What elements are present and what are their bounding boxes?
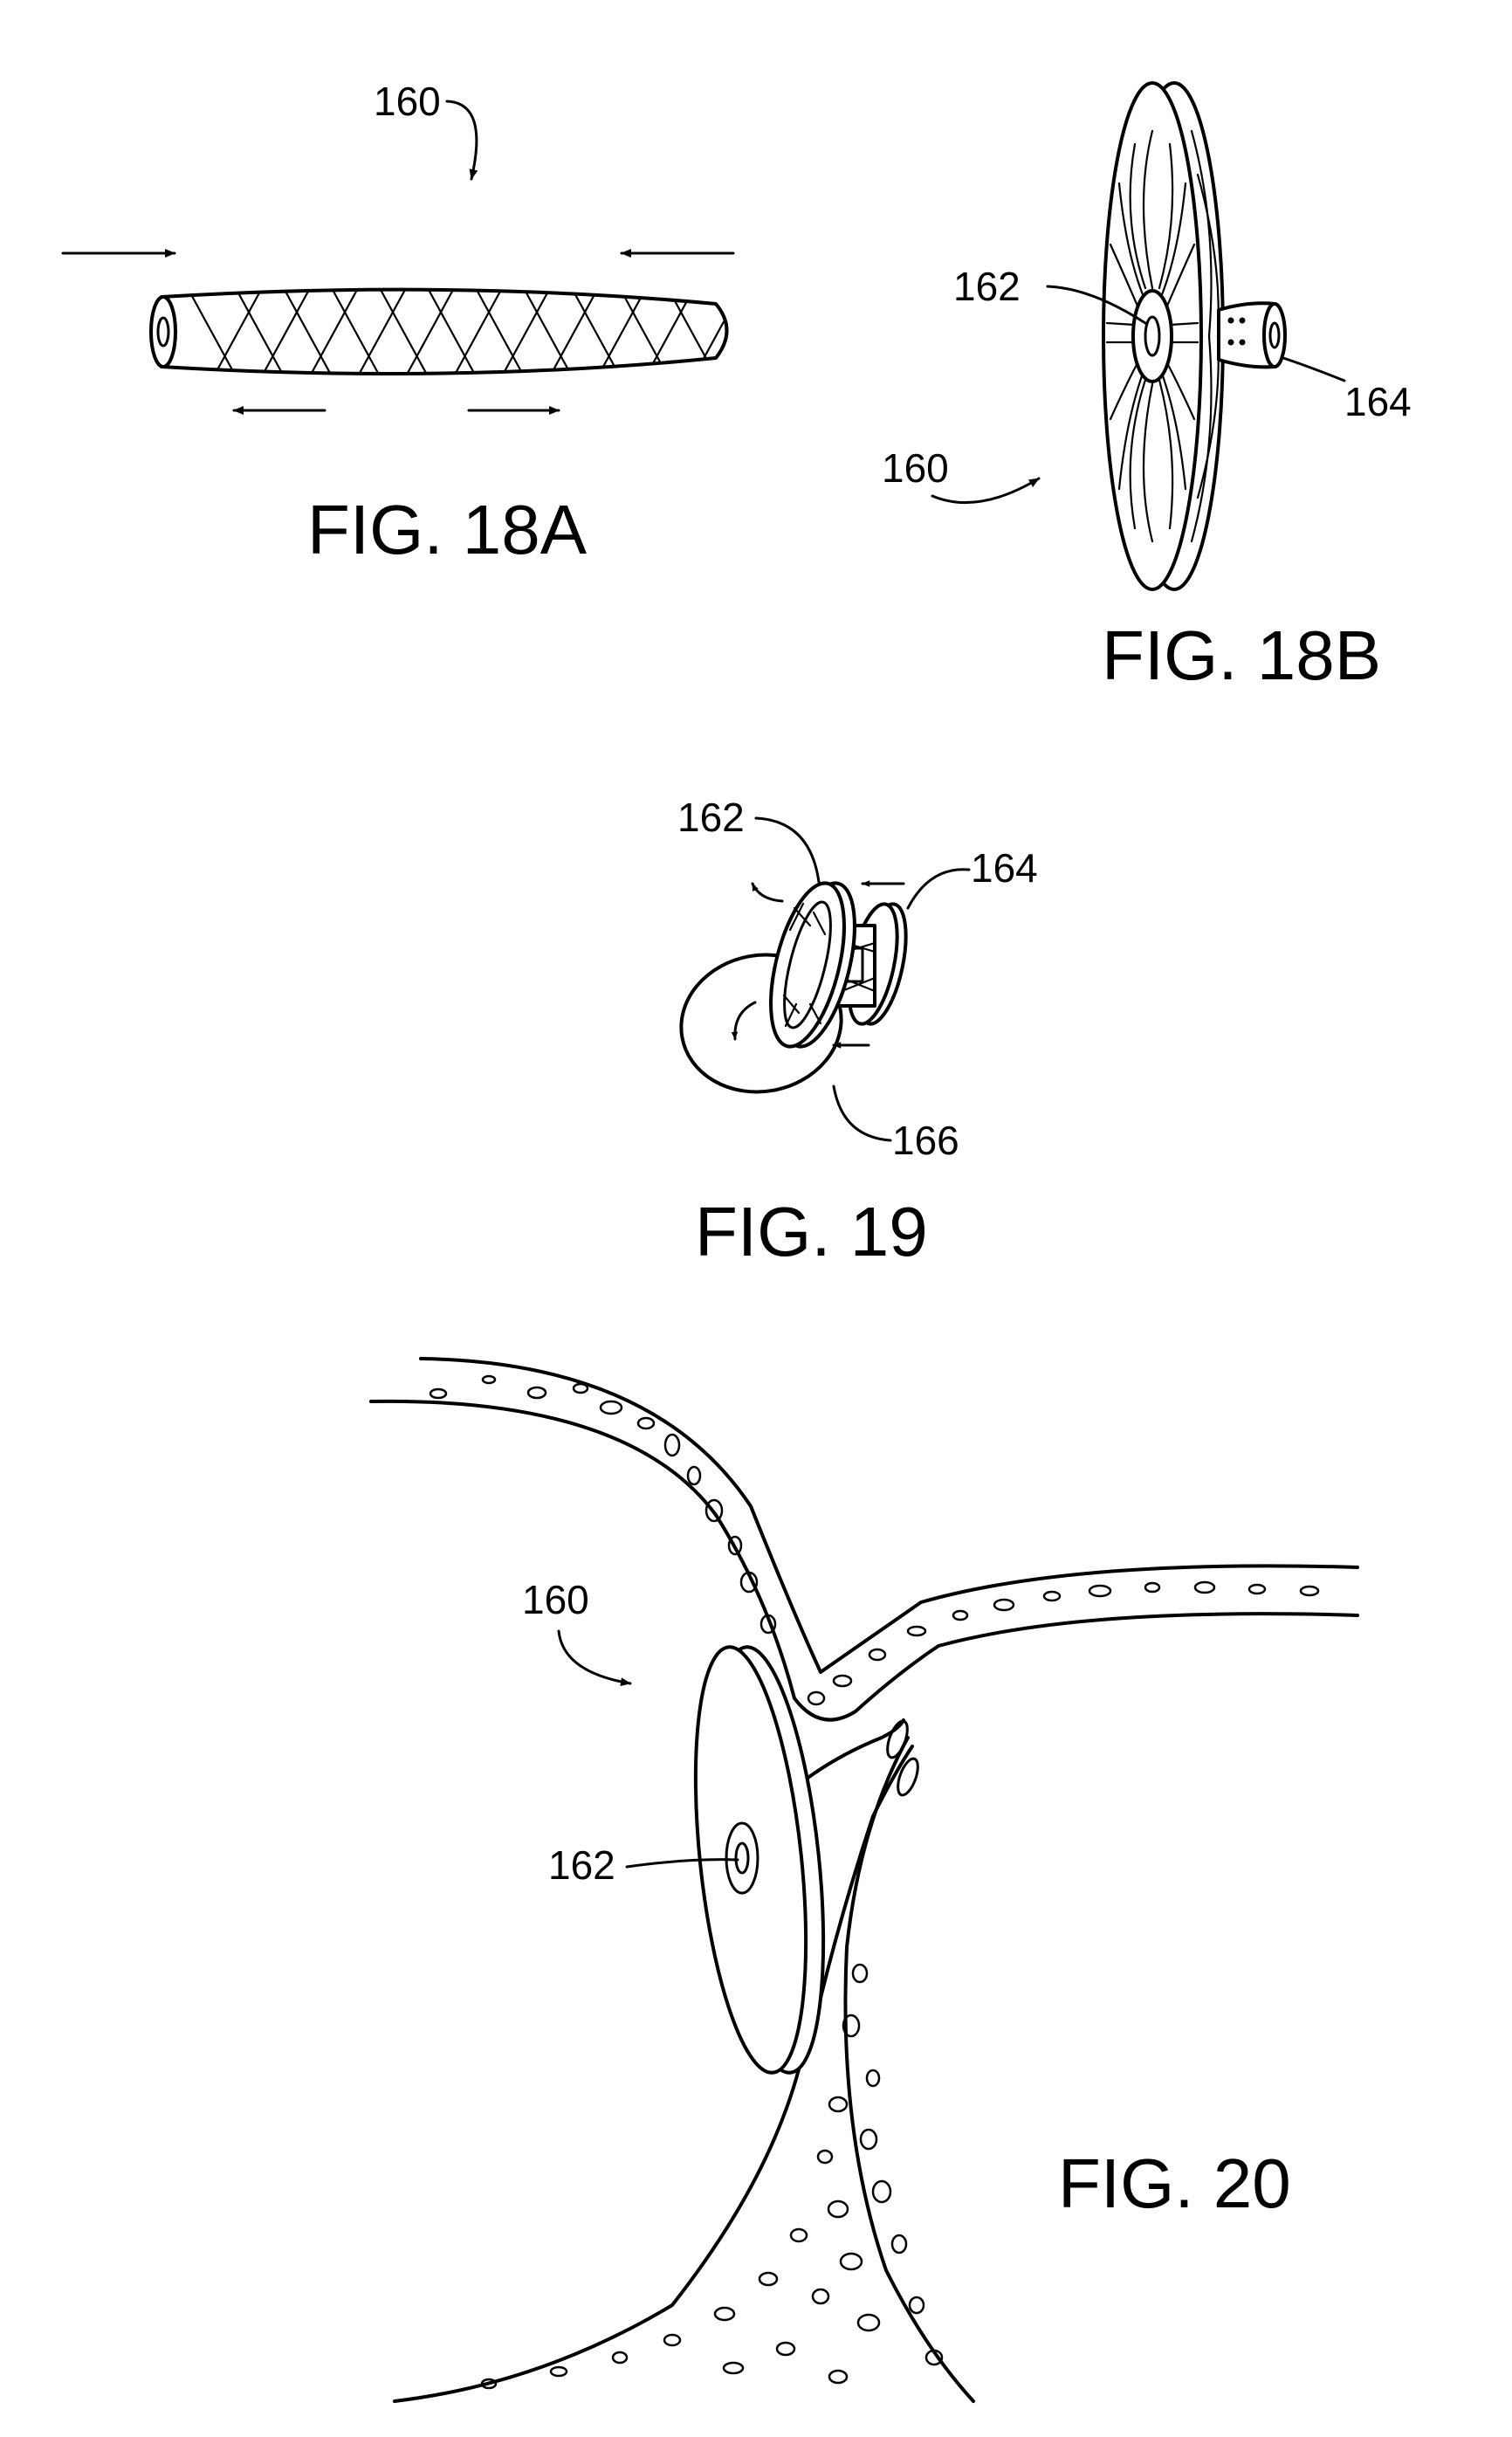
figure-19: 162 164 166 FIG. 19 xyxy=(670,795,1038,1270)
caption-fig-20: FIG. 20 xyxy=(1058,2144,1291,2222)
connector-dot xyxy=(1240,318,1246,324)
ref-162-fig19: 162 xyxy=(677,795,745,840)
ref-160-fig18b: 160 xyxy=(882,445,949,491)
upper-wall-inner xyxy=(371,1401,1357,1720)
rotate-arrow-upper xyxy=(753,884,782,901)
tissue-texture-upper xyxy=(430,1376,1318,1704)
ref-164-fig18b: 164 xyxy=(1344,379,1412,424)
ref-leader-166-fig19 xyxy=(834,1086,890,1140)
ref-166-fig19: 166 xyxy=(892,1118,959,1163)
ref-162-fig20: 162 xyxy=(548,1842,615,1888)
disc-flange xyxy=(1103,83,1223,589)
ref-leader-160-fig18a xyxy=(447,101,477,179)
disc-hub xyxy=(1133,291,1172,382)
figure-20: 160 162 FIG. 20 xyxy=(371,1359,1357,2401)
ref-leader-160-fig20 xyxy=(559,1631,630,1683)
tube-end-outer xyxy=(151,297,175,367)
ref-leader-164-fig19 xyxy=(908,870,969,908)
ref-160-fig20: 160 xyxy=(522,1577,589,1622)
caption-fig-18a: FIG. 18A xyxy=(307,491,588,568)
connector-dot xyxy=(1228,318,1234,324)
connector-stub xyxy=(1219,303,1285,367)
figure-18a: 160 FIG. 18A xyxy=(63,79,742,568)
ref-164-fig19: 164 xyxy=(971,845,1038,891)
flange-162-fig19 xyxy=(757,876,869,1054)
figure-18b: 162 164 160 FIG. 18B xyxy=(882,83,1412,694)
lower-wall-left xyxy=(395,2069,799,2401)
rotate-arrow-lower xyxy=(735,1002,755,1039)
caption-fig-18b: FIG. 18B xyxy=(1102,616,1381,694)
ref-160-fig18a: 160 xyxy=(374,79,441,124)
ref-leader-164-fig18b xyxy=(1283,358,1344,381)
connector-dot xyxy=(1240,340,1246,346)
ref-leader-162-fig19 xyxy=(756,818,819,882)
caption-fig-19: FIG. 19 xyxy=(695,1193,928,1270)
connector-end xyxy=(1264,304,1285,367)
braided-tube-body xyxy=(162,290,727,374)
ref-162-fig18b: 162 xyxy=(953,264,1021,309)
upper-wall-outer xyxy=(421,1359,1357,1672)
tunnel-mouth-lower xyxy=(894,1756,922,1798)
tissue-texture-lower xyxy=(482,1965,942,2388)
connector-dot xyxy=(1228,340,1234,346)
